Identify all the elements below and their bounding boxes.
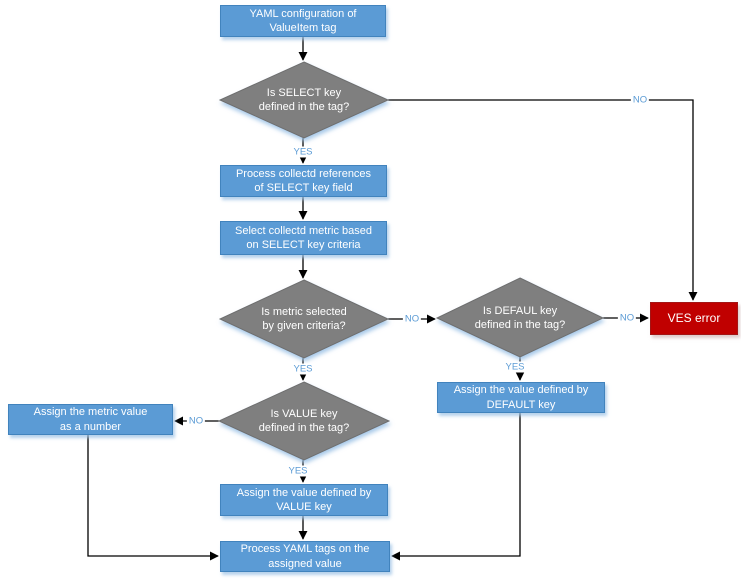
decision-select-key-shape	[218, 61, 390, 139]
edge-label-default-yes: YES	[503, 361, 527, 373]
node-start: YAML configuration of ValueItem tag	[220, 5, 386, 37]
edge-label-metric-yes: YES	[291, 363, 315, 375]
edge-label-value-yes: YES	[286, 465, 310, 477]
edge-label-metric-no: NO	[402, 313, 422, 325]
edge-label-select-yes: YES	[291, 146, 315, 158]
node-assign-metric-number: Assign the metric value as a number	[8, 404, 173, 435]
edge-number-to-process-yaml	[87, 435, 219, 561]
edge-label-value-no: NO	[186, 415, 206, 427]
node-select-metric: Select collectd metric based on SELECT k…	[220, 221, 387, 255]
decision-metric-selected-shape	[218, 279, 390, 359]
decision-value-key-shape	[217, 381, 391, 461]
edge-label-default-no: NO	[617, 312, 637, 324]
decision-default-key-shape	[435, 277, 605, 358]
edge-label-select-no: NO	[630, 94, 650, 106]
node-assign-default: Assign the value defined by DEFAULT key	[437, 382, 605, 413]
node-ves-error: VES error	[650, 302, 738, 335]
edge-select-no	[388, 99, 698, 301]
node-process-references: Process collectd references of SELECT ke…	[220, 165, 387, 197]
edge-default-to-process-yaml	[391, 413, 521, 561]
node-assign-value: Assign the value defined by VALUE key	[220, 484, 388, 516]
node-process-yaml-tags: Process YAML tags on the assigned value	[220, 541, 390, 572]
